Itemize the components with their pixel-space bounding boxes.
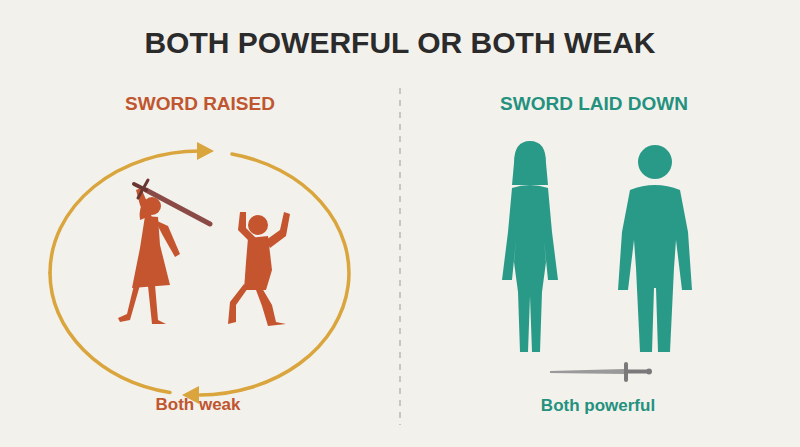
man-defending bbox=[228, 212, 290, 326]
panel-heading: SWORD RAISED bbox=[125, 93, 275, 115]
divider bbox=[399, 88, 401, 425]
title: BOTH POWERFUL OR BOTH WEAK bbox=[144, 26, 655, 60]
man-standing bbox=[618, 145, 692, 352]
panel-caption: Both weak bbox=[155, 395, 240, 415]
woman-standing bbox=[502, 141, 558, 352]
laid-down-sword bbox=[550, 364, 652, 380]
panel-heading: SWORD LAID DOWN bbox=[500, 93, 688, 115]
cycle-arrows bbox=[50, 151, 349, 395]
arrowhead bbox=[197, 142, 214, 160]
woman-attacking bbox=[118, 188, 180, 324]
panel-caption: Both powerful bbox=[541, 396, 655, 416]
raised-sword bbox=[134, 180, 210, 224]
